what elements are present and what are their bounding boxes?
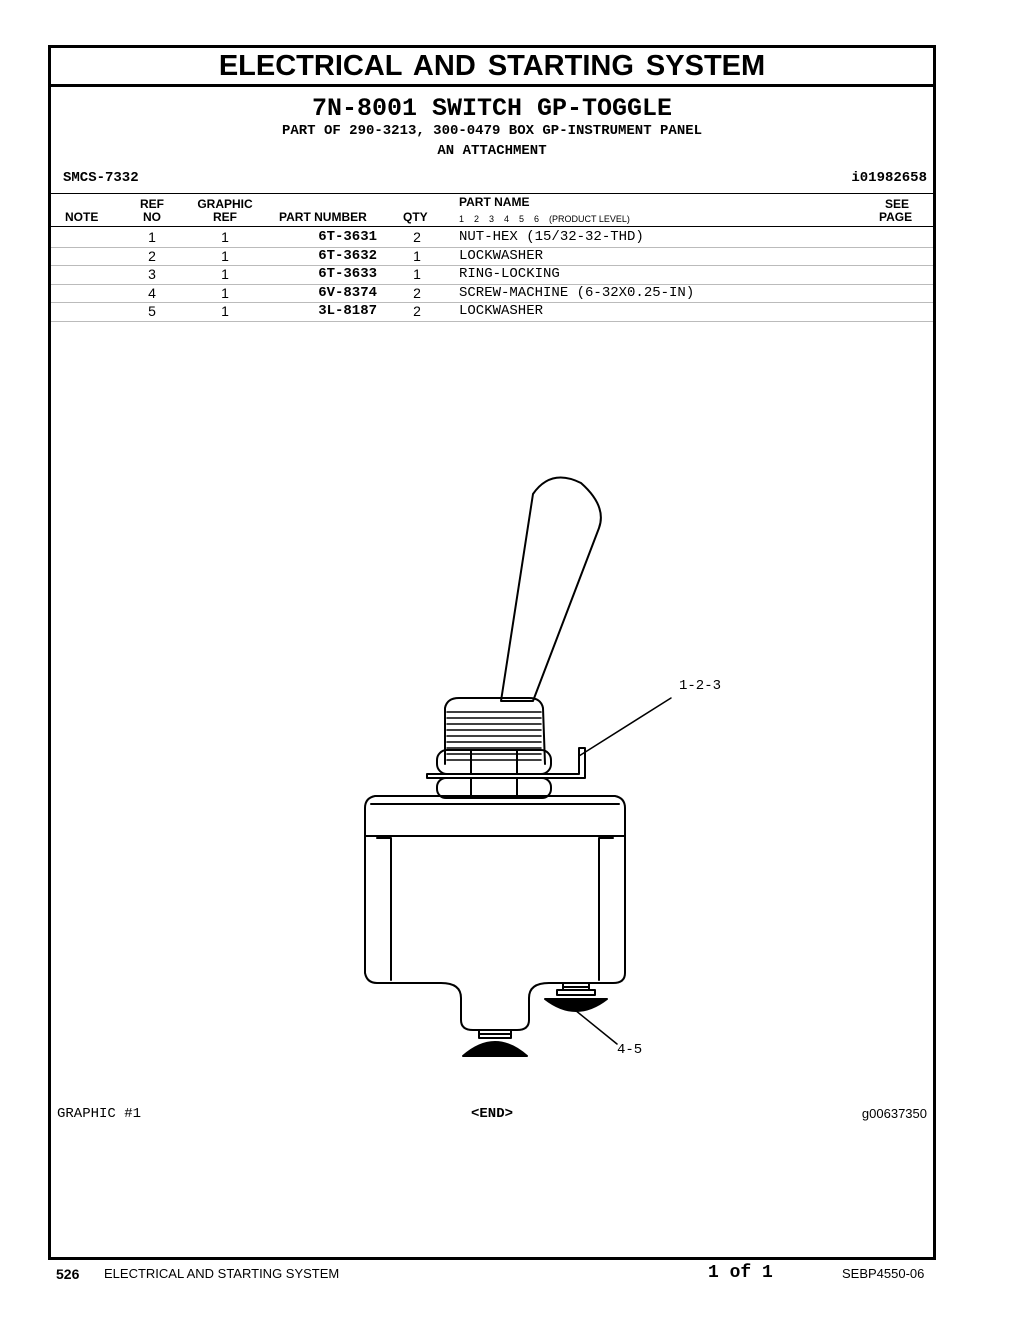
page-frame: ELECTRICAL AND STARTING SYSTEM 7N-8001 S… (48, 45, 936, 1260)
end-marker: <END> (470, 1106, 513, 1122)
qty-cell: 2 (413, 284, 421, 301)
left-terminal-screw (478, 1029, 512, 1039)
leader-lower (574, 1009, 618, 1045)
table-row: 2 1 6T-3632 1 LOCKWASHER (51, 247, 933, 265)
part-name-cell: RING-LOCKING (459, 266, 560, 282)
part-name-cell: LOCKWASHER (459, 303, 544, 319)
part-number-cell: 6T-3633 (318, 266, 377, 282)
right-screw-head (544, 998, 608, 1012)
graphic-ref-cell: 1 (221, 229, 229, 245)
upper-hex-nut (436, 749, 552, 775)
qty-cell: 2 (413, 229, 421, 245)
footer-section: ELECTRICAL AND STARTING SYSTEM (104, 1266, 340, 1281)
row-divider (51, 265, 933, 266)
qty-cell: 1 (413, 266, 421, 282)
graphic-id: g00637350 (861, 1106, 927, 1121)
graphic-ref-cell: 1 (221, 266, 229, 282)
page-subtitle: PART OF 290-3213, 300-0479 BOX GP-INSTRU… (281, 123, 703, 139)
callout-upper: 1-2-3 (679, 678, 722, 694)
qty-cell: 2 (413, 303, 421, 319)
part-name-cell: SCREW-MACHINE (6-32X0.25-IN) (459, 284, 695, 301)
table-row: 3 1 6T-3633 1 RING-LOCKING (51, 265, 933, 283)
page-title: 7N-8001 SWITCH GP-TOGGLE (311, 94, 673, 123)
graphic-ref-cell: 1 (221, 303, 229, 319)
col-ref-top: REF (140, 197, 164, 211)
header-top-rule (51, 193, 933, 194)
row-divider (51, 320, 933, 322)
row-divider (51, 283, 933, 285)
ref-no-cell: 2 (148, 247, 156, 264)
switch-body (364, 835, 626, 1031)
part-number-cell: 3L-8187 (318, 303, 377, 319)
left-screw-head (462, 1041, 528, 1057)
part-number-cell: 6V-8374 (318, 284, 377, 301)
ref-no-cell: 4 (148, 284, 156, 301)
col-note: NOTE (65, 210, 99, 224)
col-graphic-top: GRAPHIC (197, 197, 253, 211)
page-number: 526 (56, 1266, 80, 1282)
thread-lines (446, 711, 542, 761)
section-banner: ELECTRICAL AND STARTING SYSTEM (51, 48, 933, 87)
locking-ring (426, 747, 586, 779)
graphic-label: GRAPHIC #1 (57, 1106, 142, 1122)
toggle-lever (500, 476, 602, 702)
body-flange (364, 795, 626, 837)
callout-lower: 4-5 (617, 1042, 643, 1058)
smcs-code: SMCS-7332 (63, 170, 139, 186)
part-number-cell: 6T-3631 (318, 229, 377, 245)
ref-no-cell: 3 (148, 266, 156, 282)
col-see-bottom: PAGE (879, 210, 913, 224)
col-ref-bottom: NO (143, 210, 161, 224)
lower-hex-nut (436, 777, 552, 799)
table-row: 1 1 6T-3631 2 NUT-HEX (15/32-32-THD) (51, 228, 933, 246)
qty-cell: 1 (413, 247, 421, 264)
graphic-ref-cell: 1 (221, 284, 229, 301)
part-name-cell: NUT-HEX (15/32-32-THD) (459, 229, 644, 245)
page-of: 1 of 1 (708, 1263, 773, 1283)
threaded-bushing (444, 697, 546, 765)
row-divider (51, 302, 933, 303)
graphic-ref-cell: 1 (221, 247, 229, 264)
page-subtitle-2: AN ATTACHMENT (437, 143, 547, 159)
table-row: 5 1 3L-8187 2 LOCKWASHER (51, 302, 933, 320)
col-part-number: PART NUMBER (279, 210, 367, 224)
col-qty: QTY (403, 210, 428, 224)
leader-upper (578, 697, 672, 757)
col-see-top: SEE (885, 197, 910, 211)
header-bottom-rule (51, 226, 933, 227)
col-part-name: PART NAME (459, 195, 530, 209)
part-name-cell: LOCKWASHER (459, 247, 544, 264)
info-id: i01982658 (851, 170, 927, 186)
table-row: 4 1 6V-8374 2 SCREW-MACHINE (6-32X0.25-IN) (51, 284, 933, 302)
col-graphic-bottom: REF (213, 210, 237, 224)
ref-no-cell: 1 (148, 229, 156, 245)
part-number-cell: 6T-3632 (318, 247, 377, 264)
row-divider (51, 246, 933, 248)
ref-no-cell: 5 (148, 303, 156, 319)
col-product-levels: 1 2 3 4 5 6 (PRODUCT LEVEL) (459, 214, 630, 224)
doc-id: SEBP4550-06 (842, 1266, 925, 1281)
